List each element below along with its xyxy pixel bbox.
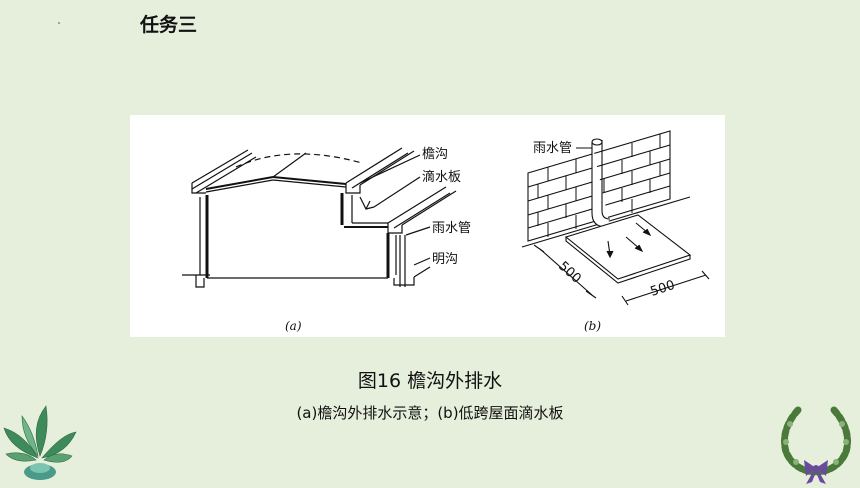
panel-b-drawing	[521, 130, 710, 306]
figure-panel: 檐沟 滴水板 雨水管 明沟 (a)	[130, 115, 725, 337]
panel-a-drawing	[182, 147, 457, 288]
figure-subcaption: (a)檐沟外排水示意；(b)低跨屋面滴水板	[296, 404, 564, 422]
figure-svg: 檐沟 滴水板 雨水管 明沟 (a)	[182, 130, 710, 333]
panel-a-sublabel: (a)	[285, 319, 302, 333]
dim-right: 500	[649, 278, 677, 300]
label-open-drain: 明沟	[432, 252, 458, 267]
label-downpipe-b: 雨水管	[533, 141, 572, 156]
dim-left: 500	[555, 259, 583, 287]
label-gutter: 檐沟	[422, 147, 448, 162]
slide-title: 任务三	[140, 14, 198, 36]
label-drip-board: 滴水板	[422, 169, 461, 185]
figure-caption: 图16 檐沟外排水	[357, 370, 503, 392]
leaf-plant-icon	[0, 398, 80, 488]
label-downpipe: 雨水管	[432, 221, 471, 236]
panel-b-sublabel: (b)	[584, 319, 601, 333]
wreath-icon	[776, 400, 856, 488]
decorative-dot	[58, 22, 60, 24]
